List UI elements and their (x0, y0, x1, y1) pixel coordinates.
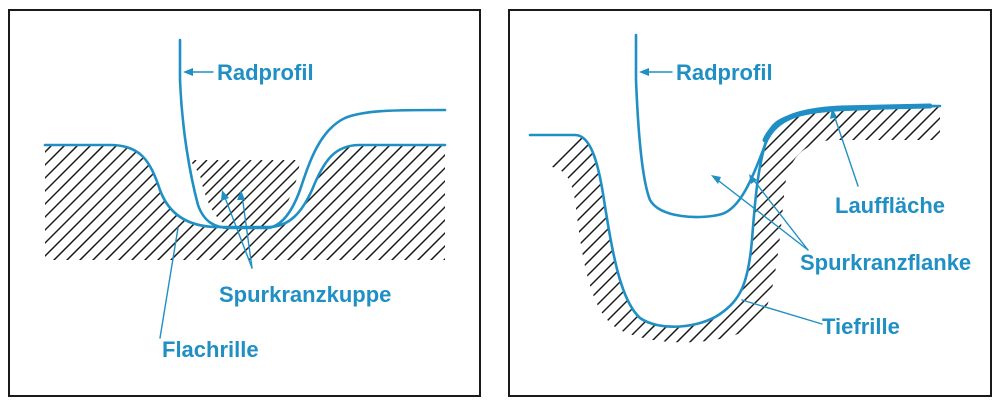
hatch-line (399, 145, 445, 260)
left-rail-groove-profile (43, 143, 447, 229)
hatch-line (256, 145, 383, 260)
hatch-line (269, 145, 396, 260)
right-spurkranzflanke-arrow-icon-2 (749, 174, 757, 184)
hatch-line (45, 145, 123, 260)
hatch-line (295, 145, 422, 260)
right-label-spurkranzflanke: Spurkranzflanke (800, 250, 971, 275)
right-wheel-profile (634, 33, 937, 219)
hatch-line (373, 145, 445, 260)
hatch-line (224, 160, 296, 226)
right-panel-frame (508, 9, 992, 397)
left-label-flachrille: Flachrille (162, 337, 259, 362)
left-spurkranzkuppe-leader-2 (241, 194, 253, 269)
left-spurkranzkuppe-arrow-icon-2 (237, 190, 245, 200)
hatch-line (386, 145, 445, 260)
panel-tiefrille: Radprofil Lauffläche Spurkranzflanke Tie… (508, 9, 992, 397)
hatch-line (45, 145, 97, 260)
right-laufflaeche-arrow-icon (830, 108, 837, 119)
right-radprofil-arrow-icon (639, 68, 649, 76)
left-spurkranzkuppe-leader-1 (223, 194, 253, 269)
left-wheel-profile (178, 38, 447, 230)
hatch-line (45, 145, 136, 260)
hatch-line (412, 145, 445, 260)
left-flachrille-leader (159, 227, 179, 339)
right-laufflaeche-leader (832, 111, 859, 187)
hatch-line (45, 145, 162, 260)
hatch-line (190, 160, 219, 226)
hatch-line (308, 145, 435, 260)
right-spurkranzflanke-leader-1 (714, 177, 809, 251)
right-label-tiefrille: Tiefrille (822, 314, 900, 339)
left-radprofil-arrow-icon (183, 68, 193, 76)
hatch-line (45, 145, 149, 260)
left-panel-frame (8, 9, 481, 397)
hatch-line (45, 145, 110, 260)
hatch-line (235, 160, 300, 226)
right-label-laufflaeche: Lauffläche (835, 193, 945, 218)
hatch-line (45, 145, 71, 260)
right-tiefrille-leader (741, 299, 823, 325)
hatch-line (347, 145, 445, 260)
hatch-line (530, 106, 621, 343)
hatch-line (334, 145, 445, 260)
hatch-line (213, 160, 285, 226)
right-spurkranzflanke-leader-2 (751, 177, 809, 251)
left-label-radprofil: Radprofil (217, 60, 314, 85)
hatch-line (360, 145, 445, 260)
left-label-spurkranzkuppe: Spurkranzkuppe (219, 282, 391, 307)
right-running-surface (762, 103, 933, 143)
left-spurkranzkuppe-arrow-icon-1 (221, 190, 229, 201)
hatch-line (0, 140, 5, 265)
hatch-line (45, 145, 84, 260)
hatch-line (321, 145, 445, 260)
right-spurkranzflanke-arrow-icon-1 (711, 175, 721, 184)
panel-flachrille: Radprofil Spurkranzkuppe Flachrille (0, 9, 481, 397)
hatch-line (246, 160, 300, 226)
hatch-line (282, 145, 409, 260)
right-label-radprofil: Radprofil (676, 60, 773, 85)
